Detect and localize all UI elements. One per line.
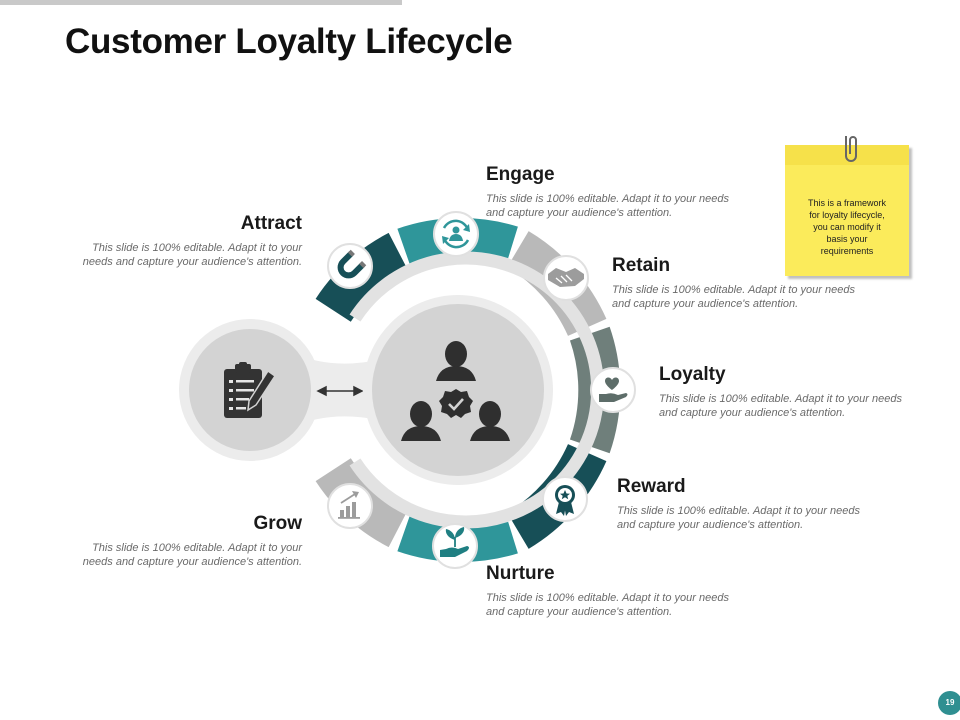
stage-description: This slide is 100% editable. Adapt it to… bbox=[486, 192, 729, 220]
sticky-note-text: This is a framework for loyalty lifecycl… bbox=[797, 197, 897, 257]
page-title: Customer Loyalty Lifecycle bbox=[65, 22, 513, 61]
person-right-icon bbox=[470, 401, 510, 441]
stage-nurture: Nurture This slide is 100% editable. Ada… bbox=[486, 563, 729, 619]
note-line: basis your bbox=[826, 234, 868, 244]
desc-line: and capture your audience's attention. bbox=[486, 207, 673, 219]
desc-line: This slide is 100% editable. Adapt it to… bbox=[659, 393, 902, 405]
desc-line: This slide is 100% editable. Adapt it to… bbox=[92, 542, 302, 554]
desc-line: needs and capture your audience's attent… bbox=[82, 256, 302, 268]
stage-heading: Engage bbox=[486, 164, 555, 185]
double-arrow-icon bbox=[316, 385, 364, 397]
magnet-icon bbox=[337, 249, 367, 279]
center-circle-inner bbox=[372, 304, 544, 476]
desc-line: This slide is 100% editable. Adapt it to… bbox=[617, 505, 860, 517]
stage-heading: Retain bbox=[612, 255, 671, 276]
check-badge-icon bbox=[439, 389, 473, 418]
desc-line: and capture your audience's attention. bbox=[659, 407, 846, 419]
stage-engage: Engage This slide is 100% editable. Adap… bbox=[486, 164, 729, 220]
plant-hand-icon bbox=[440, 527, 469, 557]
page-number: 19 bbox=[938, 691, 960, 715]
note-line: requirements bbox=[820, 246, 874, 256]
desc-line: This slide is 100% editable. Adapt it to… bbox=[612, 284, 855, 296]
desc-line: needs and capture your audience's attent… bbox=[82, 556, 302, 568]
heart-hand-icon bbox=[599, 377, 628, 402]
note-line: This is a framework bbox=[807, 198, 887, 208]
stage-description: This slide is 100% editable. Adapt it to… bbox=[486, 591, 729, 619]
top-accent-bar bbox=[0, 0, 402, 5]
desc-line: This slide is 100% editable. Adapt it to… bbox=[486, 193, 729, 205]
stage-description: This slide is 100% editable. Adapt it to… bbox=[40, 241, 302, 269]
growth-chart-icon bbox=[338, 491, 360, 519]
refresh-user-icon bbox=[442, 219, 470, 249]
award-badge-icon bbox=[555, 485, 575, 516]
person-top-icon bbox=[436, 341, 476, 381]
paperclip-icon bbox=[845, 136, 857, 162]
note-line: you can modify it bbox=[813, 222, 881, 232]
handshake-icon bbox=[548, 268, 584, 287]
stage-reward: Reward This slide is 100% editable. Adap… bbox=[617, 476, 860, 532]
stage-heading: Loyalty bbox=[659, 364, 726, 385]
desc-line: This slide is 100% editable. Adapt it to… bbox=[486, 592, 729, 604]
stage-description: This slide is 100% editable. Adapt it to… bbox=[659, 392, 902, 420]
stage-heading: Reward bbox=[617, 476, 686, 497]
stage-loyalty: Loyalty This slide is 100% editable. Ada… bbox=[659, 364, 902, 420]
stage-retain: Retain This slide is 100% editable. Adap… bbox=[612, 255, 855, 311]
desc-line: and capture your audience's attention. bbox=[617, 519, 804, 531]
stage-heading: Attract bbox=[240, 213, 302, 234]
stage-attract: Attract This slide is 100% editable. Ada… bbox=[40, 213, 302, 269]
desc-line: and capture your audience's attention. bbox=[486, 606, 673, 618]
note-line: for loyalty lifecycle, bbox=[809, 210, 885, 220]
person-left-icon bbox=[401, 401, 441, 441]
stage-description: This slide is 100% editable. Adapt it to… bbox=[40, 541, 302, 569]
desc-line: This slide is 100% editable. Adapt it to… bbox=[92, 242, 302, 254]
desc-line: and capture your audience's attention. bbox=[612, 298, 799, 310]
stage-heading: Nurture bbox=[486, 563, 555, 584]
stage-heading: Grow bbox=[253, 513, 302, 534]
stage-grow: Grow This slide is 100% editable. Adapt … bbox=[40, 513, 302, 569]
team-check-icon bbox=[401, 341, 510, 441]
stage-description: This slide is 100% editable. Adapt it to… bbox=[612, 283, 855, 311]
stage-description: This slide is 100% editable. Adapt it to… bbox=[617, 504, 860, 532]
clipboard-icon bbox=[224, 362, 277, 418]
